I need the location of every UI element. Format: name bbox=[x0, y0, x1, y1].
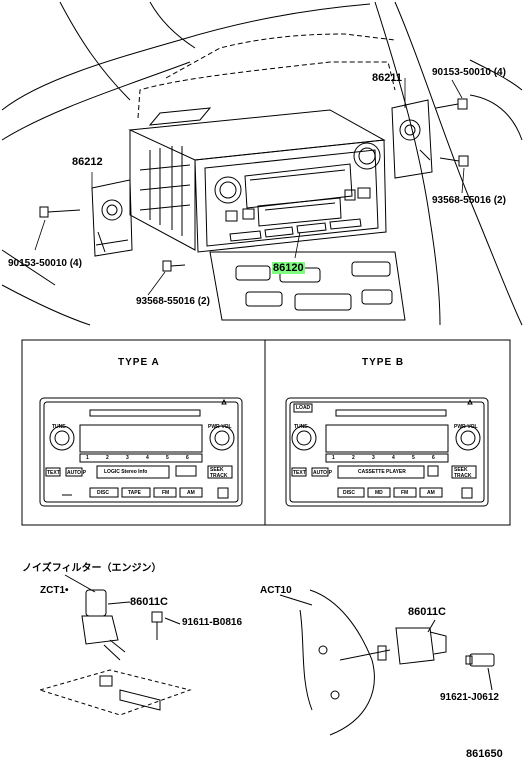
type-a-auto-p: AUTO·P bbox=[67, 470, 87, 476]
diagram-id: 861650 bbox=[466, 748, 503, 760]
type-b-preset-5: 5 bbox=[412, 455, 415, 461]
noise-filter-header: ノイズフィルター（エンジン） bbox=[22, 563, 162, 574]
type-b-preset-1: 1 bbox=[332, 455, 335, 461]
type-a-tune: TUNE bbox=[52, 424, 66, 430]
part-label-86120-text: 86120 bbox=[272, 262, 305, 274]
act-label: ACT10 bbox=[260, 585, 292, 596]
type-b-am: AM bbox=[427, 490, 435, 496]
type-a-title: TYPE A bbox=[118, 357, 160, 368]
type-b-tune: TUNE bbox=[294, 424, 308, 430]
part-label-86011c-right[interactable]: 86011C bbox=[408, 606, 446, 618]
part-label-93568-right[interactable]: 93568-55016 (2) bbox=[432, 195, 506, 206]
part-label-86211[interactable]: 86211 bbox=[372, 72, 402, 84]
part-label-91621[interactable]: 91621-J0612 bbox=[440, 692, 499, 703]
type-box bbox=[21, 339, 511, 526]
type-a-preset-1: 1 bbox=[86, 455, 89, 461]
part-label-86011c-left[interactable]: 86011C bbox=[130, 596, 168, 608]
bolts bbox=[39, 98, 469, 272]
type-b-display: CASSETTE PLAYER bbox=[358, 469, 406, 475]
type-b-preset-4: 4 bbox=[392, 455, 395, 461]
type-a-text: TEXT bbox=[47, 470, 60, 476]
zct-label: ZCT1• bbox=[40, 585, 69, 596]
part-label-90153-left[interactable]: 90153-50010 (4) bbox=[8, 258, 82, 269]
right-bracket bbox=[391, 99, 433, 179]
type-b-preset-3: 3 bbox=[372, 455, 375, 461]
type-b-auto-p: AUTO·P bbox=[313, 470, 333, 476]
type-a-pwr-vol: PWR·VOL bbox=[208, 424, 232, 430]
type-a-faceplate bbox=[39, 397, 243, 507]
type-b-faceplate bbox=[285, 397, 489, 507]
type-b-fm: FM bbox=[401, 490, 409, 496]
type-a-display: LOGIC Stereo Info bbox=[104, 469, 148, 475]
type-b-seek-track: SEEK TRACK bbox=[454, 467, 472, 479]
part-label-90153-right[interactable]: 90153-50010 (4) bbox=[432, 67, 506, 78]
type-a-preset-6: 6 bbox=[186, 455, 189, 461]
type-b-preset-2: 2 bbox=[352, 455, 355, 461]
type-b-preset-6: 6 bbox=[432, 455, 435, 461]
type-a-preset-4: 4 bbox=[146, 455, 149, 461]
type-a-preset-3: 3 bbox=[126, 455, 129, 461]
type-a-preset-2: 2 bbox=[106, 455, 109, 461]
left-bracket bbox=[91, 179, 133, 257]
noise-filter-right bbox=[279, 589, 495, 736]
type-a-am: AM bbox=[187, 490, 195, 496]
type-a-seek-track: SEEK TRACK bbox=[210, 467, 228, 479]
leader-lines bbox=[34, 78, 465, 296]
type-b-load: LOAD bbox=[296, 405, 311, 411]
type-b-disc: DISC bbox=[343, 490, 355, 496]
part-label-86120[interactable]: 86120 bbox=[272, 262, 305, 274]
type-a-fm: FM bbox=[162, 490, 170, 496]
part-label-91611[interactable]: 91611-B0816 bbox=[182, 617, 243, 628]
type-a-tape: TAPE bbox=[128, 490, 141, 496]
dashboard-outline bbox=[1, 1, 523, 326]
type-b-text: TEXT bbox=[293, 470, 306, 476]
type-b-md: MD bbox=[375, 490, 383, 496]
type-b-title: TYPE B bbox=[362, 357, 405, 368]
radio-assembly bbox=[128, 107, 387, 253]
noise-filter-left bbox=[38, 574, 192, 716]
type-a-preset-5: 5 bbox=[166, 455, 169, 461]
type-b-pwr-vol: PWR·VOL bbox=[454, 424, 478, 430]
type-a-disc: DISC bbox=[97, 490, 109, 496]
part-label-93568-left[interactable]: 93568-55016 (2) bbox=[136, 296, 210, 307]
part-label-86212[interactable]: 86212 bbox=[72, 156, 103, 168]
